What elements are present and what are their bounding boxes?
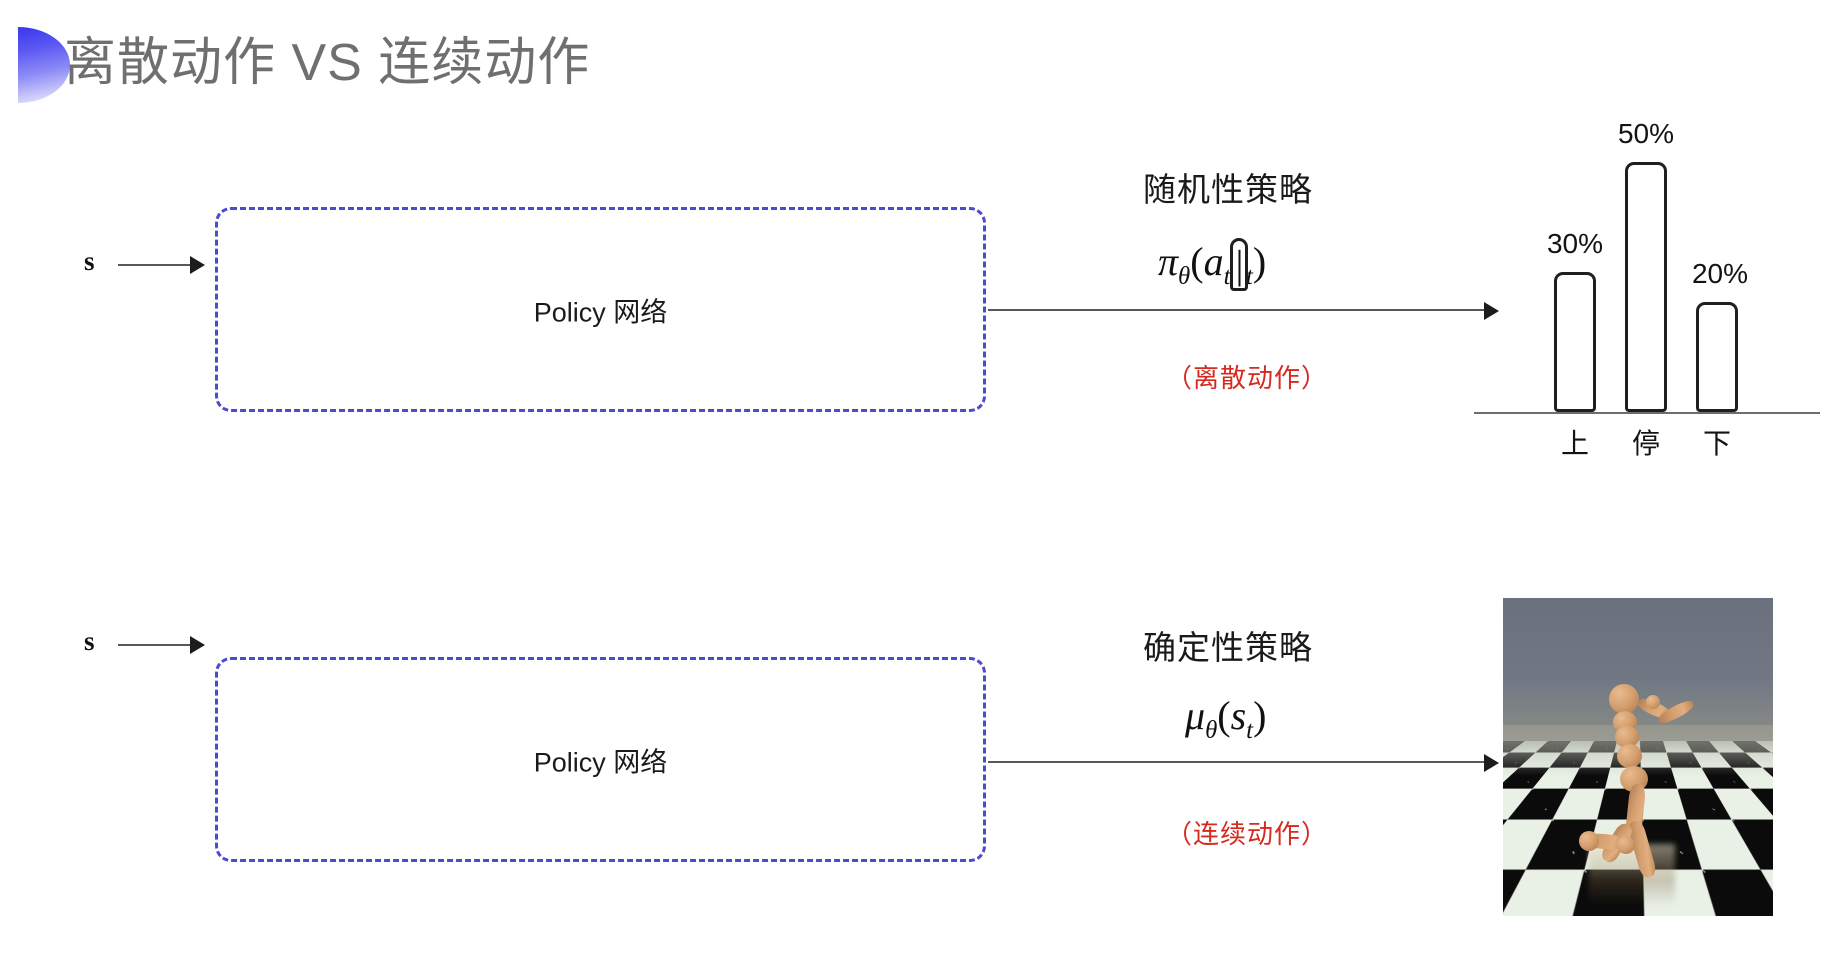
- row1-formula-close-paren: ): [1252, 239, 1267, 284]
- row2-input-arrow-line: [118, 644, 194, 646]
- row1-formula-symbol: π: [1158, 239, 1179, 284]
- row2-input-arrow-head: [190, 636, 205, 654]
- row1-formula-separator: |: [1230, 238, 1249, 291]
- bar-category-shang: 上: [1560, 428, 1589, 459]
- row2-formula-arg1: s: [1230, 693, 1247, 738]
- chart-axis-line: [1474, 412, 1820, 414]
- row2-output-arrow-line: [988, 761, 1488, 763]
- row2-input-label: s: [84, 626, 95, 656]
- row1-policy-network-box[interactable]: Policy 网络: [215, 207, 986, 412]
- row1-formula-arg1-sub: t: [1223, 263, 1231, 290]
- row1-input-label: s: [84, 246, 95, 276]
- row1-input-arrow-line: [118, 264, 194, 266]
- bar-shang: [1554, 272, 1596, 412]
- humanoid-knee-back: [1579, 831, 1599, 851]
- humanoid-head: [1609, 684, 1639, 714]
- bar-category-ting: 停: [1631, 428, 1660, 459]
- row1-input-arrow-head: [190, 256, 205, 274]
- row1-output-arrow-line: [988, 309, 1488, 311]
- bar-xia: [1696, 302, 1738, 412]
- humanoid-mid-torso: [1615, 726, 1639, 748]
- page-title: 离散动作 VS 连续动作: [64, 34, 591, 92]
- row2-annotation-note: （连续动作）: [1166, 819, 1329, 849]
- half-circle-gradient-icon: [18, 27, 70, 103]
- row1-formula-open-paren: (: [1190, 239, 1204, 284]
- row1-policy-network-label: Policy 网络: [533, 297, 668, 327]
- row1-formula-arg1: a: [1203, 239, 1224, 284]
- bar-value-shang: 30%: [1546, 228, 1604, 259]
- discrete-action-bar-chart: 30% 50% 20% 上 停 下: [1470, 110, 1830, 459]
- row1-output-arrow-head: [1484, 302, 1499, 320]
- row2-formula-close-paren: ): [1253, 693, 1267, 738]
- humanoid-simulation-image: [1503, 598, 1773, 916]
- bar-value-ting: 50%: [1617, 118, 1675, 149]
- row1-formula-arg2-sub: t: [1246, 263, 1253, 290]
- row2-formula-arg1-sub: t: [1246, 717, 1254, 744]
- row1-annotation-title: 随机性策略: [1143, 171, 1313, 208]
- row1-formula-subscript: θ: [1178, 263, 1191, 290]
- row2-output-arrow-head: [1484, 754, 1499, 772]
- bar-category-xia: 下: [1702, 428, 1731, 459]
- row2-policy-network-label: Policy 网络: [533, 747, 668, 777]
- row1-annotation-formula: πθ(at|st): [1158, 238, 1266, 291]
- row2-annotation-formula: μθ(st): [1185, 692, 1266, 745]
- row2-annotation-title: 确定性策略: [1143, 629, 1313, 666]
- sim-sky: [1503, 598, 1773, 748]
- humanoid-hand: [1646, 695, 1660, 709]
- bar-value-xia: 20%: [1691, 258, 1749, 289]
- bar-ting: [1625, 162, 1667, 412]
- humanoid-lower-torso: [1617, 744, 1642, 768]
- row2-formula-open-paren: (: [1217, 693, 1231, 738]
- row1-annotation-note: （离散动作）: [1166, 363, 1329, 393]
- humanoid-foot-back: [1617, 836, 1635, 854]
- row2-formula-subscript: θ: [1205, 717, 1218, 744]
- row2-policy-network-box[interactable]: Policy 网络: [215, 657, 986, 862]
- row2-formula-symbol: μ: [1185, 693, 1206, 738]
